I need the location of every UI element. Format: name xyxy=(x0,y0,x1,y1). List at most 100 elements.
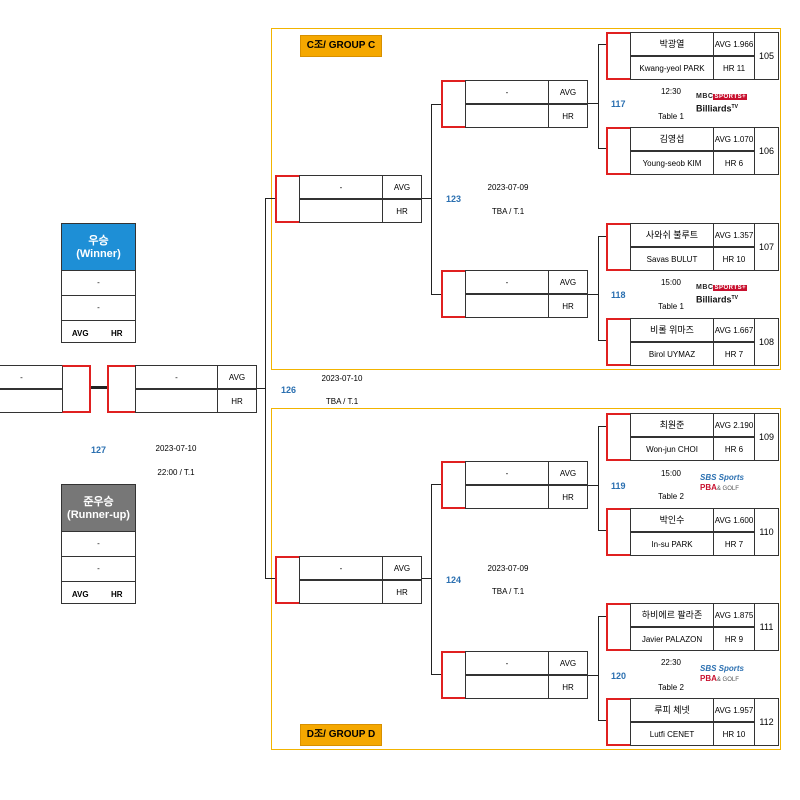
runnerup-title: 준우승 xyxy=(83,496,114,508)
connector-line xyxy=(431,484,441,485)
sbs-sports-pba-logo: SBS Sports PBA& GOLF xyxy=(700,664,756,688)
match-number-118: 118 xyxy=(611,290,626,300)
slot-player-placeholder: - xyxy=(465,80,549,104)
player-english-name: Kwang-yeol PARK xyxy=(630,56,714,80)
slot-avg-label: AVG xyxy=(548,461,588,485)
runnerup-hr-label: HR xyxy=(110,590,123,599)
sbs-sports-text: SBS Sports xyxy=(700,664,745,673)
connector-line xyxy=(588,485,598,486)
player-hr: HR 10 xyxy=(713,247,755,271)
group-d-label: D조/ GROUP D xyxy=(300,724,382,746)
connector-line xyxy=(431,484,432,674)
match-number-126: 126 xyxy=(281,385,297,395)
seed-number: 108 xyxy=(754,318,779,366)
connector-line xyxy=(431,294,441,295)
runnerup-panel: 준우승 (Runner-up) - - AVG HR xyxy=(61,484,136,604)
connector-line xyxy=(588,103,598,104)
connector-line xyxy=(421,578,431,579)
slot-empty xyxy=(299,199,383,223)
connector-line xyxy=(598,720,606,721)
final-empty xyxy=(0,389,63,413)
connector-line xyxy=(431,104,441,105)
mbc-sports-billiards-logo: MBCSPORTS+ BilliardsTV xyxy=(696,283,752,307)
connector-line xyxy=(598,44,606,45)
slot-avg-label: AVG xyxy=(548,80,588,104)
player-english-name: In-su PARK xyxy=(630,532,714,556)
player-hr: HR 6 xyxy=(713,151,755,175)
player-hr: HR 7 xyxy=(713,342,755,366)
player-avg: AVG 1.957 xyxy=(713,698,755,722)
slot-avg-label: AVG xyxy=(382,556,422,580)
player-slot-indicator xyxy=(606,127,631,175)
runnerup-avg-label: AVG xyxy=(71,590,89,599)
connector-line xyxy=(421,198,431,199)
connector-line xyxy=(265,198,275,199)
winner-header: 우승 (Winner) xyxy=(62,224,135,270)
player-slot-indicator xyxy=(606,32,631,80)
player-slot-indicator xyxy=(606,698,631,746)
connector-line xyxy=(265,578,275,579)
sbs-sports-text: SBS Sports xyxy=(700,473,745,482)
final-player-placeholder: - xyxy=(135,365,218,389)
player-avg: AVG 1.667 xyxy=(713,318,755,342)
player-korean-name: 비롤 위마즈 xyxy=(630,318,714,342)
player-hr: HR 9 xyxy=(713,627,755,651)
seed-number: 105 xyxy=(754,32,779,80)
match-number-119: 119 xyxy=(611,481,626,491)
player-slot-indicator xyxy=(606,223,631,271)
player-english-name: Javier PALAZON xyxy=(630,627,714,651)
match-slot-indicator xyxy=(441,80,466,128)
player-english-name: Won-jun CHOI xyxy=(630,437,714,461)
connector-line xyxy=(598,148,606,149)
slot-avg-label: AVG xyxy=(548,651,588,675)
connector-line xyxy=(588,675,598,676)
player-avg: AVG 1.875 xyxy=(713,603,755,627)
winner-hr-label: HR xyxy=(110,329,123,338)
final-slot-indicator xyxy=(107,365,136,413)
seed-number: 111 xyxy=(754,603,779,651)
slot-empty xyxy=(465,294,549,318)
player-hr: HR 7 xyxy=(713,532,755,556)
slot-empty xyxy=(465,104,549,128)
seed-number: 107 xyxy=(754,223,779,271)
player-korean-name: 하비에르 팔라존 xyxy=(630,603,714,627)
player-korean-name: 박인수 xyxy=(630,508,714,532)
slot-hr-label: HR xyxy=(382,580,422,604)
player-avg: AVG 1.600 xyxy=(713,508,755,532)
winner-avg-label: AVG xyxy=(71,329,89,338)
connector-line xyxy=(598,236,599,340)
final-empty xyxy=(135,389,218,413)
player-slot-indicator xyxy=(606,603,631,651)
match-time-119: 15:00 xyxy=(660,469,682,478)
match-venue-126: TBA / T.1 xyxy=(325,397,359,406)
mbc-sports-badge: SPORTS+ xyxy=(713,94,748,100)
final-slot-indicator xyxy=(62,365,91,413)
mbc-sports-billiards-logo: MBCSPORTS+ BilliardsTV xyxy=(696,92,752,116)
slot-hr-label: HR xyxy=(548,294,588,318)
connector-line xyxy=(588,294,598,295)
slot-hr-label: HR xyxy=(382,199,422,223)
match-slot-indicator xyxy=(441,651,466,699)
final-avg-label: AVG xyxy=(217,365,257,389)
match-slot-indicator xyxy=(441,270,466,318)
winner-title: 우승 xyxy=(88,235,109,247)
player-slot-indicator xyxy=(606,413,631,461)
match-date-126: 2023-07-10 xyxy=(321,374,363,383)
match-number-117: 117 xyxy=(611,99,626,109)
match-slot-indicator xyxy=(275,175,300,223)
match-slot-indicator xyxy=(275,556,300,604)
match-date-123: 2023-07-09 xyxy=(487,183,529,192)
seed-number: 112 xyxy=(754,698,779,746)
pba-logo-text: PBA xyxy=(700,674,717,683)
winner-name-placeholder-2: - xyxy=(62,295,135,320)
slot-player-placeholder: - xyxy=(465,270,549,294)
group-d-frame xyxy=(271,408,781,750)
match-date-124: 2023-07-09 xyxy=(487,564,529,573)
match-number-127: 127 xyxy=(91,445,107,455)
slot-hr-label: HR xyxy=(548,104,588,128)
seed-number: 106 xyxy=(754,127,779,175)
slot-player-placeholder: - xyxy=(299,175,383,199)
player-english-name: Lutfi CENET xyxy=(630,722,714,746)
player-hr: HR 11 xyxy=(713,56,755,80)
connector-line xyxy=(598,530,606,531)
